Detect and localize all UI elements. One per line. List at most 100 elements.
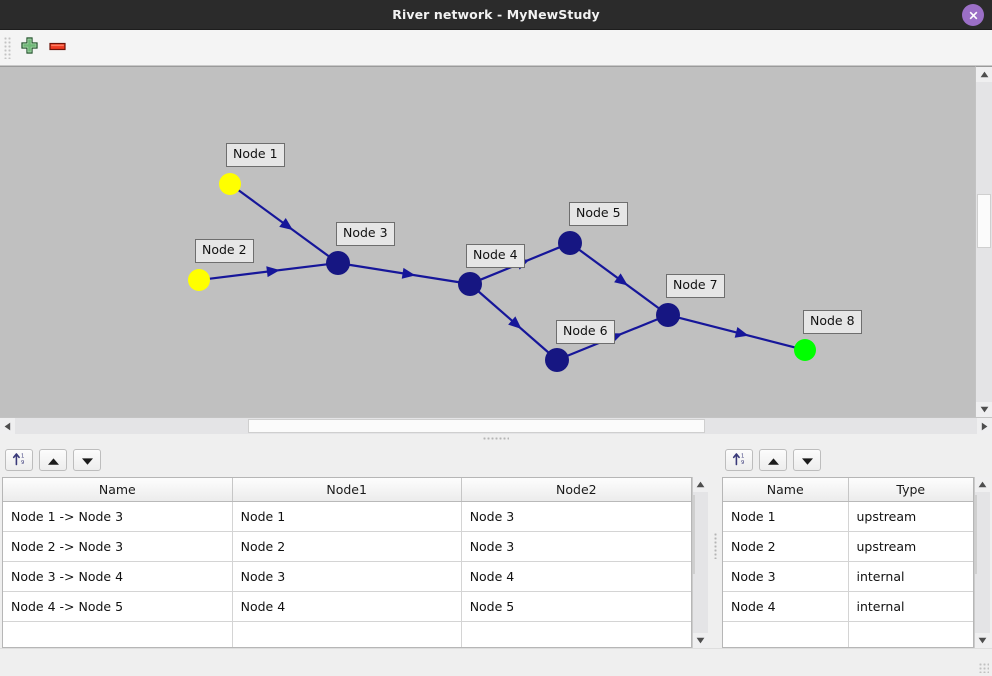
branches-table-row[interactable]	[3, 621, 691, 647]
node-label-node-3[interactable]: Node 3	[336, 222, 395, 246]
branches-sort-button[interactable]: 1 9	[5, 449, 33, 471]
nodes-vertical-scrollbar[interactable]	[974, 477, 990, 648]
nodes-cell[interactable]: upstream	[848, 531, 973, 562]
branches-cell[interactable]: Node 3	[461, 501, 691, 532]
node-label-node-2[interactable]: Node 2	[195, 239, 254, 263]
nodes-move-down-button[interactable]	[793, 449, 821, 471]
node-label-node-5[interactable]: Node 5	[569, 202, 628, 226]
nodes-cell[interactable]: internal	[848, 561, 973, 592]
graph-canvas[interactable]: Node 1 Node 2 Node 3 Node 4 Node 5 Node 6 Node…	[0, 66, 975, 417]
nodes-cell[interactable]: Node 3	[723, 561, 849, 592]
horizontal-splitter[interactable]	[0, 434, 992, 443]
branches-cell[interactable]: Node 1 -> Node 3	[3, 501, 233, 532]
node-label-node-1[interactable]: Node 1	[226, 143, 285, 167]
graph-node-node-8[interactable]	[794, 339, 816, 361]
nodes-cell[interactable]: internal	[848, 591, 973, 622]
nodes-column-header[interactable]: Type	[848, 478, 973, 502]
graph-node-node-6[interactable]	[545, 348, 569, 372]
branches-vertical-scrollbar[interactable]	[692, 477, 708, 648]
scroll-down-button[interactable]	[976, 402, 992, 417]
graph-vscroll-track[interactable]	[976, 82, 992, 402]
nodes-scroll-up-button[interactable]	[975, 477, 990, 492]
graph-hscroll-thumb[interactable]	[247, 419, 705, 433]
graph-node-node-3[interactable]	[326, 251, 350, 275]
toolbar-drag-handle[interactable]	[4, 36, 11, 59]
edge-direction-arrow-icon	[266, 266, 280, 278]
nodes-cell[interactable]: upstream	[848, 501, 973, 532]
branches-cell[interactable]	[232, 621, 462, 647]
branches-cell[interactable]: Node 3	[461, 531, 691, 562]
nodes-vscroll-thumb[interactable]	[975, 494, 977, 574]
nodes-cell[interactable]: Node 1	[723, 501, 849, 532]
branches-scroll-up-button[interactable]	[693, 477, 708, 492]
nodes-vscroll-track[interactable]	[975, 492, 990, 633]
branches-column-header[interactable]: Name	[3, 478, 233, 502]
graph-hscroll-track[interactable]	[15, 418, 977, 434]
branches-cell[interactable]	[3, 621, 233, 647]
close-button[interactable]	[962, 4, 984, 26]
branches-cell[interactable]: Node 3 -> Node 4	[3, 561, 233, 592]
vertical-splitter[interactable]	[710, 443, 720, 648]
add-node-button[interactable]	[15, 34, 43, 62]
branches-move-down-button[interactable]	[73, 449, 101, 471]
scroll-left-button[interactable]	[0, 418, 15, 434]
resize-grip[interactable]	[979, 663, 989, 673]
branches-cell[interactable]: Node 3	[232, 561, 462, 592]
branches-vscroll-thumb[interactable]	[693, 494, 695, 574]
branches-cell[interactable]: Node 4	[461, 561, 691, 592]
nodes-cell[interactable]: Node 4	[723, 591, 849, 622]
branches-cell[interactable]: Node 4 -> Node 5	[3, 591, 233, 622]
nodes-sort-button[interactable]: 1 9	[725, 449, 753, 471]
graph-vertical-scrollbar[interactable]	[975, 66, 992, 417]
graph-horizontal-scrollbar[interactable]	[0, 417, 992, 434]
nodes-cell[interactable]	[723, 621, 849, 647]
branches-cell[interactable]: Node 1	[232, 501, 462, 532]
scroll-up-button[interactable]	[976, 67, 992, 82]
nodes-column-header[interactable]: Name	[723, 478, 849, 502]
graph-vscroll-thumb[interactable]	[977, 194, 991, 249]
scroll-right-button[interactable]	[977, 418, 992, 434]
graph-node-node-4[interactable]	[458, 272, 482, 296]
delete-node-button[interactable]	[43, 34, 71, 62]
branches-column-header[interactable]: Node1	[232, 478, 462, 502]
nodes-cell[interactable]: Node 2	[723, 531, 849, 562]
node-label-node-4[interactable]: Node 4	[466, 244, 525, 268]
nodes-cell[interactable]	[848, 621, 973, 647]
branches-cell[interactable]: Node 2 -> Node 3	[3, 531, 233, 562]
branches-vscroll-track[interactable]	[693, 492, 708, 633]
branches-column-header[interactable]: Node2	[461, 478, 691, 502]
node-label-node-7[interactable]: Node 7	[666, 274, 725, 298]
branches-cell[interactable]: Node 2	[232, 531, 462, 562]
nodes-move-up-button[interactable]	[759, 449, 787, 471]
nodes-table-row[interactable]	[723, 621, 973, 647]
edge-direction-arrow-icon	[401, 267, 416, 279]
graph-node-node-5[interactable]	[558, 231, 582, 255]
nodes-scroll-down-button[interactable]	[975, 633, 990, 648]
branches-cell[interactable]: Node 5	[461, 591, 691, 622]
sort-ascending-icon: 1 9	[12, 451, 27, 470]
edge-direction-arrow-icon	[614, 273, 628, 286]
branches-scroll-down-button[interactable]	[693, 633, 708, 648]
node-label-node-8[interactable]: Node 8	[803, 310, 862, 334]
graph-node-node-1[interactable]	[219, 173, 241, 195]
branches-cell[interactable]: Node 4	[232, 591, 462, 622]
node-label-node-6[interactable]: Node 6	[556, 320, 615, 344]
graph-node-node-2[interactable]	[188, 269, 210, 291]
branches-move-up-button[interactable]	[39, 449, 67, 471]
branches-cell[interactable]	[461, 621, 691, 647]
graph-node-node-7[interactable]	[656, 303, 680, 327]
